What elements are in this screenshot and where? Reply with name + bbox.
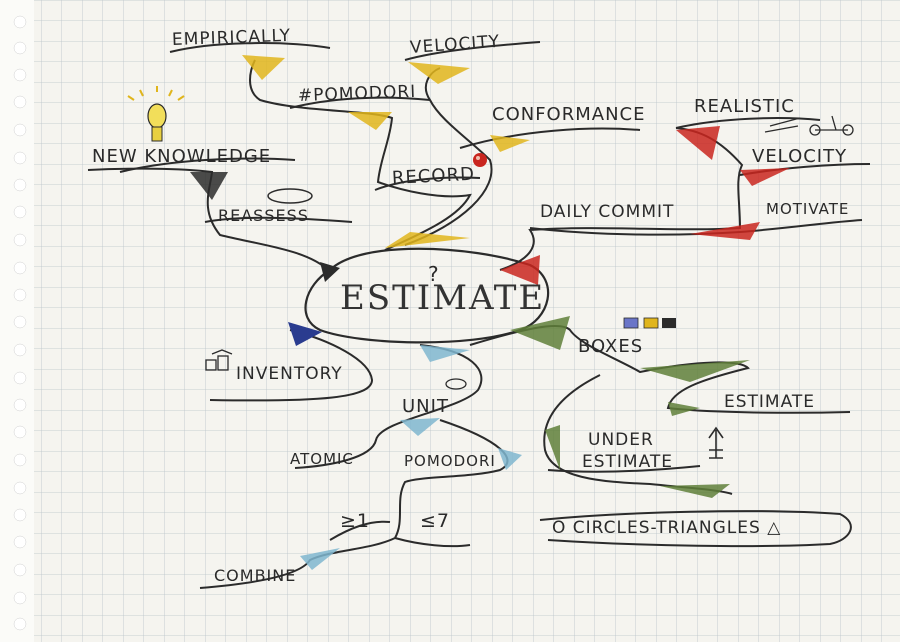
center-node-label: ESTIMATE xyxy=(340,278,546,318)
node-new-knowledge: NEW KNOWLEDGE xyxy=(92,146,272,167)
yellow-wedge-velocity xyxy=(408,62,470,84)
node-ge1: ≥1 xyxy=(340,510,371,532)
unit-tomato-icon xyxy=(445,378,467,390)
yellow-wedge-top xyxy=(385,232,470,248)
node-atomic: ATOMIC xyxy=(290,450,354,468)
green-wedge-estimate xyxy=(640,360,750,382)
node-unit: UNIT xyxy=(402,396,449,417)
node-le7: ≤7 xyxy=(420,510,451,532)
center-question-mark: ? xyxy=(428,262,440,286)
node-estimate-under: ESTIMATE xyxy=(582,452,674,472)
node-reassess: REASSESS xyxy=(218,206,309,225)
node-velocity-red: VELOCITY xyxy=(752,146,848,167)
node-inventory: INVENTORY xyxy=(236,364,343,384)
node-motivate: MOTIVATE xyxy=(766,200,850,218)
red-wedge-center xyxy=(500,255,540,285)
lightbulb-icon xyxy=(127,86,185,142)
blue-branch xyxy=(209,329,374,402)
node-record: RECORD xyxy=(391,163,476,189)
node-combine: COMBINE xyxy=(214,566,297,585)
red-wedge-realistic xyxy=(676,126,720,160)
inventory-icon xyxy=(205,349,233,371)
lightblue-wedge-atomic xyxy=(400,418,440,436)
red-wedge-velocity xyxy=(740,168,790,186)
green-wedge-under xyxy=(545,425,560,470)
perforated-edge xyxy=(0,0,34,642)
lightblue-wedge-unit xyxy=(420,345,470,362)
yellow-wedge-pomodori xyxy=(348,112,392,130)
green-wedge-estimate2 xyxy=(668,402,700,416)
blue-wedge xyxy=(288,322,322,346)
reassess-loop-icon xyxy=(267,188,313,204)
red-wedge-motivate xyxy=(690,222,760,240)
black-wedge xyxy=(320,262,340,282)
node-circles-triangles: O CIRCLES-TRIANGLES △ xyxy=(552,518,782,538)
node-pomodori-hash: #POMODORI xyxy=(297,81,417,106)
node-empirically: EMPIRICALLY xyxy=(171,25,292,50)
yellow-wedge-empirically xyxy=(242,55,285,80)
green-wedge-circles xyxy=(660,484,730,498)
node-daily-commit: DAILY COMMIT xyxy=(540,202,675,222)
up-down-arrow-icon xyxy=(708,426,724,459)
black-wedge-knowledge xyxy=(190,172,228,200)
bicycle-scribble-icon xyxy=(764,115,854,136)
node-estimate-green: ESTIMATE xyxy=(724,392,816,412)
lightblue-wedge-pomodori xyxy=(498,448,522,470)
green-wedge-boxes xyxy=(510,316,570,350)
node-pomodori: POMODORI xyxy=(404,452,496,470)
tomato-icon xyxy=(473,153,487,167)
node-under: UNDER xyxy=(588,430,654,450)
node-realistic: REALISTIC xyxy=(694,96,795,117)
yellow-branch xyxy=(169,41,641,251)
boxes-squares-icon xyxy=(623,317,676,329)
black-branch xyxy=(87,157,353,273)
node-conformance: CONFORMANCE xyxy=(492,104,646,125)
lightblue-wedge-combine xyxy=(300,548,340,570)
node-boxes: BOXES xyxy=(578,336,644,357)
yellow-wedge-conformance xyxy=(490,135,530,152)
